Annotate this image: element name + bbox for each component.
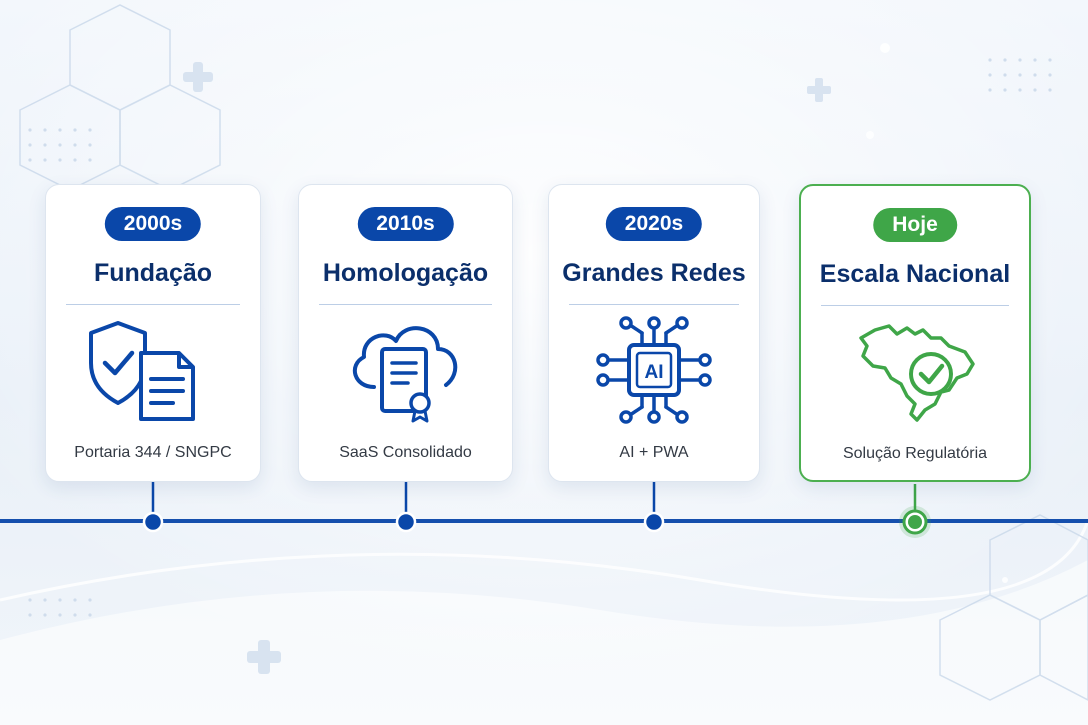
- card-title: Grandes Redes: [562, 259, 746, 287]
- period-badge: Hoje: [873, 208, 957, 242]
- cloud-certificate-icon: [352, 326, 457, 423]
- timeline-card-2000s: 2000s Fundação Portaria 344 / SNGPC: [45, 184, 261, 482]
- timeline-card-2010s: 2010s Homologação SaaS Consolidado: [298, 184, 513, 482]
- card-title: Fundação: [93, 259, 213, 287]
- card-title: Escala Nacional: [819, 260, 1011, 288]
- card-divider: [821, 305, 1009, 306]
- period-badge: 2020s: [605, 207, 703, 241]
- ai-chip-icon: AI: [596, 316, 712, 424]
- shield-document-icon: [89, 321, 195, 421]
- timeline-marker-4-core: [908, 515, 922, 529]
- timeline-marker-1: [142, 511, 164, 533]
- timeline-marker-2: [395, 511, 417, 533]
- card-caption: Solução Regulatória: [842, 445, 988, 462]
- period-badge: 2000s: [104, 207, 202, 241]
- card-caption: SaaS Consolidado: [339, 444, 472, 461]
- card-divider: [66, 304, 240, 305]
- chip-label: AI: [645, 362, 664, 383]
- timeline-card-2020s: 2020s Grandes Redes AI AI + PWA: [548, 184, 760, 482]
- brazil-map-check-icon: [859, 324, 975, 422]
- timeline-card-hoje: Hoje Escala Nacional Solução Regulatória: [799, 184, 1031, 482]
- card-divider: [319, 304, 492, 305]
- timeline-marker-3: [643, 511, 665, 533]
- card-divider: [569, 304, 739, 305]
- card-title: Homologação: [322, 259, 489, 287]
- card-caption: Portaria 344 / SNGPC: [74, 444, 232, 461]
- period-badge: 2010s: [357, 207, 454, 241]
- card-caption: AI + PWA: [619, 444, 689, 461]
